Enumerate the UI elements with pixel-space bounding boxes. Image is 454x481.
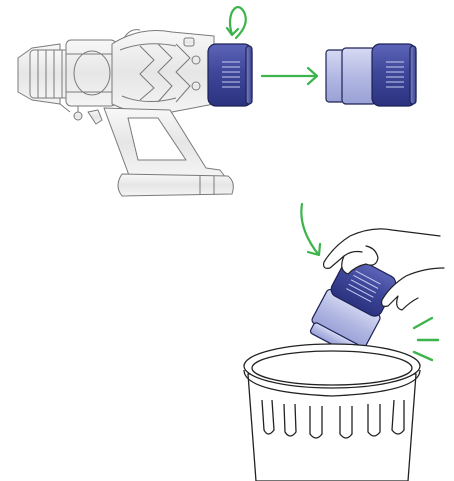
filter-vent-slots bbox=[222, 61, 240, 88]
hand-icon bbox=[323, 228, 445, 311]
vacuum-battery bbox=[117, 173, 234, 197]
rotate-arrow-icon bbox=[225, 5, 247, 40]
direction-arrow-icon bbox=[260, 66, 319, 86]
bin-ridges bbox=[261, 399, 405, 439]
filter-cartridge-icon bbox=[207, 43, 253, 107]
vacuum-cyclone-front bbox=[29, 49, 71, 99]
vacuum-trigger bbox=[87, 109, 103, 125]
left-hand bbox=[323, 228, 441, 275]
vacuum-upper-casing bbox=[111, 30, 215, 115]
vacuum-body-icon bbox=[17, 29, 234, 197]
impact-marks-icon bbox=[412, 316, 440, 362]
drop-arrow-icon bbox=[300, 202, 322, 257]
trash-bin-icon bbox=[243, 343, 421, 481]
right-hand bbox=[381, 267, 445, 311]
detached-filter-icon bbox=[325, 43, 417, 107]
